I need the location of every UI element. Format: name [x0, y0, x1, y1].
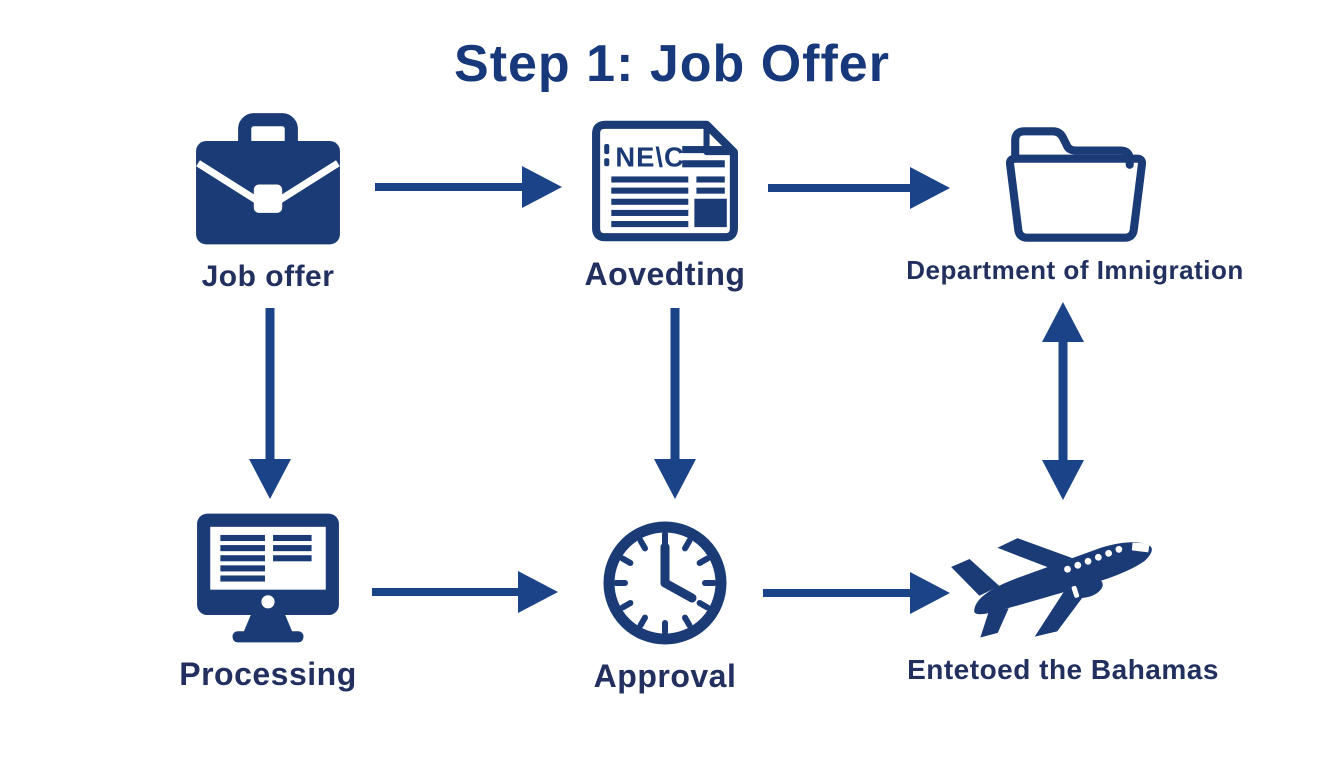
newspaper-icon: NE\C	[592, 120, 738, 242]
briefcase-icon	[196, 113, 340, 245]
arrow-immigration-entered-double	[1042, 302, 1084, 500]
immigration-label: Department of Imnigration	[906, 255, 1244, 285]
node-processing: Processing	[178, 508, 358, 693]
processing-label: Processing	[179, 656, 357, 692]
airplane-icon	[951, 538, 1152, 638]
node-job-offer: Job offer	[178, 112, 358, 294]
monitor-icon	[197, 513, 339, 643]
job-offer-label: Job offer	[201, 260, 335, 293]
clock-icon	[603, 521, 727, 645]
arrow-job-to-processing	[249, 308, 291, 499]
node-immigration: Department of Imnigration	[905, 118, 1245, 286]
newspaper-headline-text: NE\C	[615, 141, 684, 172]
node-advertising: NE\C Aovedting	[575, 116, 755, 293]
arrow-advertising-to-approval	[654, 308, 696, 499]
node-entered: Entetoed the Bahamas	[903, 512, 1223, 686]
advertising-label: Aovedting	[584, 256, 746, 292]
arrow-processing-to-approval	[372, 571, 558, 613]
page-title: Step 1: Job Offer	[454, 35, 890, 93]
node-approval: Approval	[575, 518, 755, 695]
entered-label: Entetoed the Bahamas	[907, 654, 1219, 685]
approval-label: Approval	[593, 658, 737, 694]
arrow-job-to-advertising	[375, 166, 562, 208]
folder-icon	[1005, 127, 1147, 242]
